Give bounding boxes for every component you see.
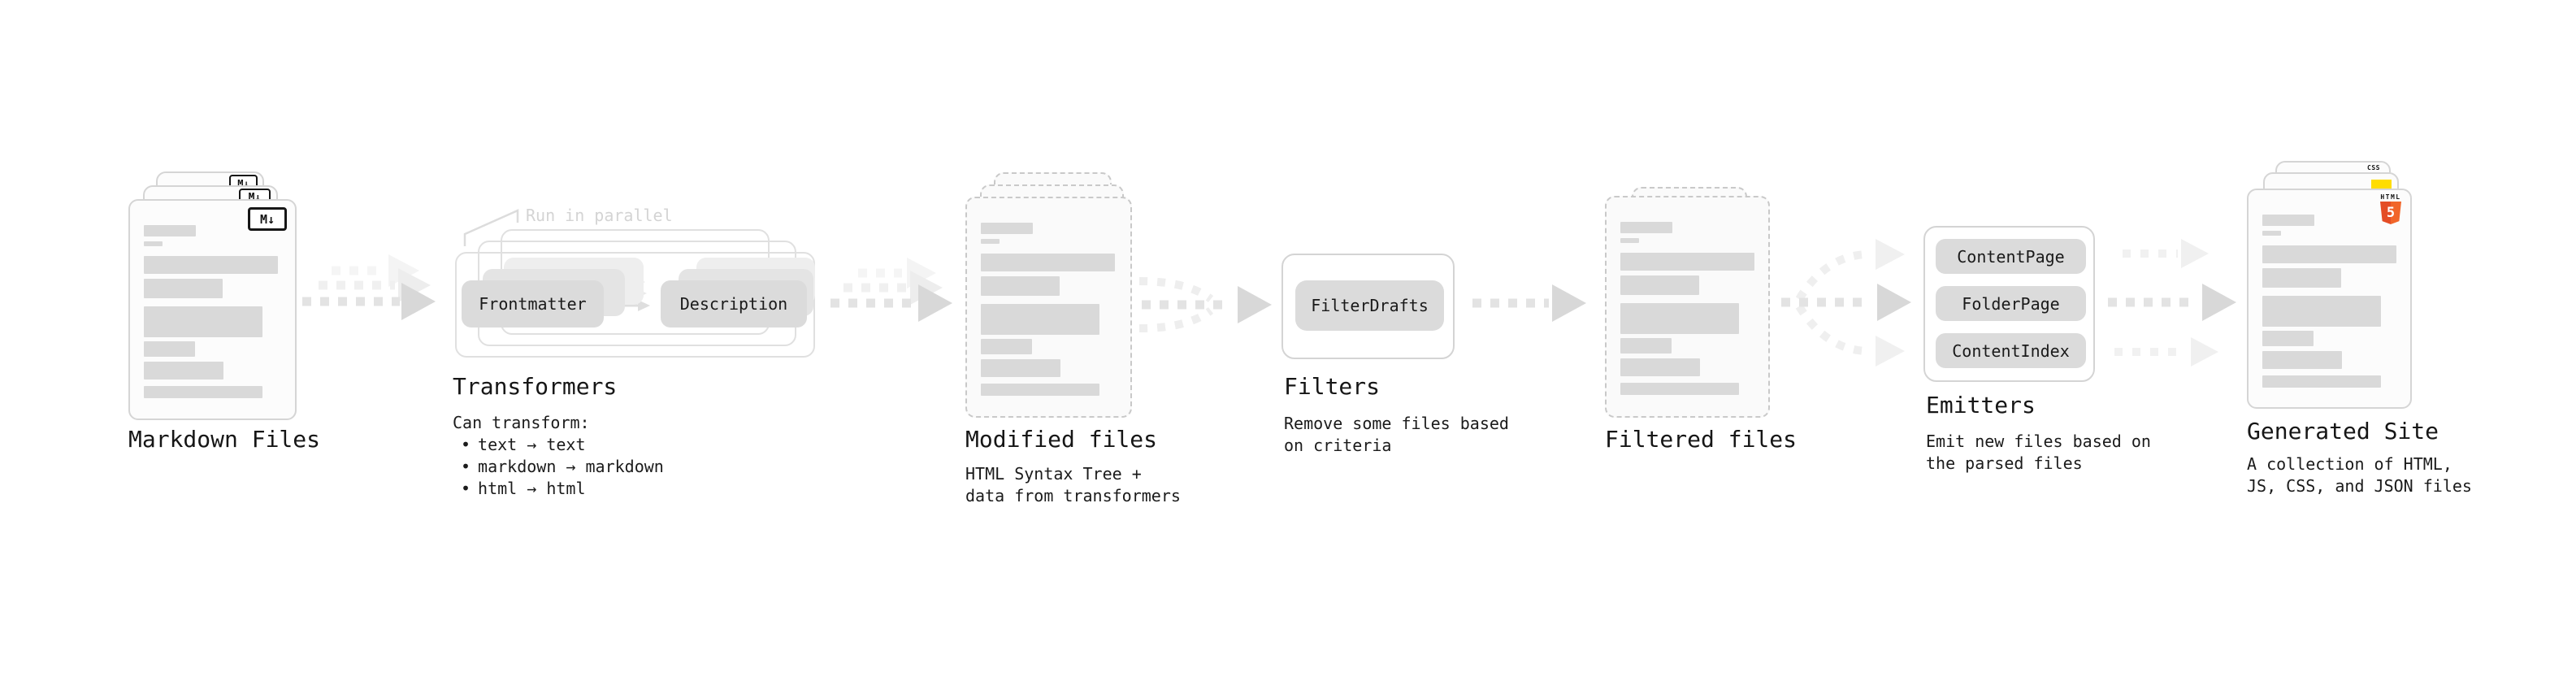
text-placeholder-bar — [981, 254, 1115, 271]
text-placeholder-bar — [981, 276, 1060, 296]
text-placeholder-bar — [2262, 268, 2341, 288]
transformer-stack-box-front — [455, 252, 815, 358]
filtered-file-card-front — [1605, 196, 1770, 418]
desc-line: A collection of HTML, — [2247, 454, 2452, 474]
desc-line: data from transformers — [965, 486, 1181, 505]
bullet-marker: • — [461, 479, 471, 498]
generated-site-label: Generated Site — [2247, 418, 2439, 445]
filters-label: Filters — [1284, 373, 1381, 400]
emitter-box-folderpage: FolderPage — [1936, 286, 2086, 321]
text-placeholder-bar — [2262, 375, 2381, 388]
html5-icon: HTML 5 — [2380, 193, 2401, 224]
text-placeholder-bar — [981, 239, 1000, 244]
text-placeholder-bar — [1620, 303, 1739, 334]
text-placeholder-bar — [1620, 275, 1699, 295]
text-placeholder-bar — [981, 223, 1033, 234]
note-callout-line — [463, 209, 519, 246]
flow-arrow-filtered-to-emitters — [1781, 239, 1911, 367]
markdown-file-card-front: M↓ — [128, 199, 297, 420]
desc-line: JS, CSS, and JSON files — [2247, 476, 2472, 496]
transform-bullet: • html → html — [453, 478, 664, 500]
text-placeholder-bar — [144, 241, 163, 246]
transform-bullet: • markdown → markdown — [453, 456, 664, 478]
text-placeholder-bar — [144, 362, 223, 380]
transformer-box-description: Description — [661, 280, 807, 327]
text-placeholder-bar — [144, 306, 262, 337]
desc-line: HTML Syntax Tree + — [965, 464, 1142, 484]
text-placeholder-bar — [1620, 383, 1739, 395]
desc-line: on criteria — [1284, 436, 1392, 455]
transform-bullet: • text → text — [453, 434, 664, 456]
text-placeholder-bar — [1620, 222, 1672, 233]
bullet-text: markdown → markdown — [478, 457, 664, 476]
text-placeholder-bar — [981, 304, 1099, 335]
bullet-text: html → html — [478, 479, 586, 498]
bullet-marker: • — [461, 457, 471, 476]
text-placeholder-bar — [144, 279, 223, 298]
text-placeholder-bar — [144, 341, 195, 357]
transformers-description: Can transform: • text → text • markdown → … — [453, 412, 664, 500]
html5-icon-label: HTML — [2380, 193, 2401, 201]
text-placeholder-bar — [1620, 358, 1700, 376]
emitters-label: Emitters — [1926, 392, 2036, 419]
flow-arrow-modified-to-filters — [1138, 277, 1272, 332]
markdown-icon: M↓ — [248, 207, 287, 231]
html5-icon-shield: 5 — [2380, 202, 2401, 224]
modified-files-description: HTML Syntax Tree + data from transformer… — [965, 463, 1181, 507]
flow-arrow-emitters-to-site — [2108, 239, 2236, 367]
emitters-description: Emit new files based on the parsed files — [1926, 431, 2151, 475]
filters-panel: FilterDrafts — [1281, 254, 1455, 359]
emitter-box-contentpage: ContentPage — [1936, 239, 2086, 274]
text-placeholder-bar — [144, 225, 196, 236]
text-placeholder-bar — [2262, 245, 2396, 263]
transformers-desc-title: Can transform: — [453, 413, 590, 432]
transformers-label: Transformers — [453, 373, 618, 400]
run-in-parallel-note: Run in parallel — [526, 206, 673, 225]
text-placeholder-bar — [981, 339, 1032, 354]
bullet-marker: • — [461, 435, 471, 454]
text-placeholder-bar — [2262, 215, 2314, 226]
text-placeholder-bar — [144, 256, 278, 274]
text-placeholder-bar — [1620, 338, 1672, 354]
filter-box-filterdrafts: FilterDrafts — [1295, 280, 1444, 331]
filtered-files-label: Filtered files — [1605, 426, 1798, 453]
js-icon — [2371, 180, 2392, 189]
text-placeholder-bar — [144, 386, 262, 398]
html5-icon-number: 5 — [2386, 205, 2396, 221]
flow-arrow-filters-to-filtered — [1472, 284, 1586, 322]
text-placeholder-bar — [981, 384, 1099, 396]
generated-site-description: A collection of HTML, JS, CSS, and JSON … — [2247, 453, 2472, 497]
css-icon-label: CSS — [2367, 164, 2380, 171]
site-file-card-html: HTML 5 — [2247, 189, 2412, 409]
modified-files-label: Modified files — [965, 426, 1158, 453]
text-placeholder-bar — [1620, 253, 1754, 271]
flow-arrow-transformers-to-modified — [830, 258, 952, 322]
desc-line: Emit new files based on — [1926, 432, 2151, 451]
emitter-box-contentindex: ContentIndex — [1936, 333, 2086, 368]
text-placeholder-bar — [2262, 231, 2281, 236]
markdown-files-label: Markdown Files — [128, 426, 321, 453]
text-placeholder-bar — [2262, 331, 2314, 346]
desc-line: Remove some files based — [1284, 414, 1509, 433]
transformer-box-frontmatter: Frontmatter — [462, 280, 604, 327]
text-placeholder-bar — [1620, 238, 1639, 243]
filters-description: Remove some files based on criteria — [1284, 413, 1509, 457]
text-placeholder-bar — [2262, 296, 2381, 327]
desc-line: the parsed files — [1926, 453, 2083, 473]
text-placeholder-bar — [981, 359, 1060, 377]
text-placeholder-bar — [2262, 351, 2342, 369]
emitters-panel: ContentPage FolderPage ContentIndex — [1923, 226, 2095, 382]
modified-file-card-front — [965, 197, 1132, 418]
bullet-text: text → text — [478, 435, 586, 454]
flow-arrow-markdown-to-transformers — [302, 254, 436, 320]
